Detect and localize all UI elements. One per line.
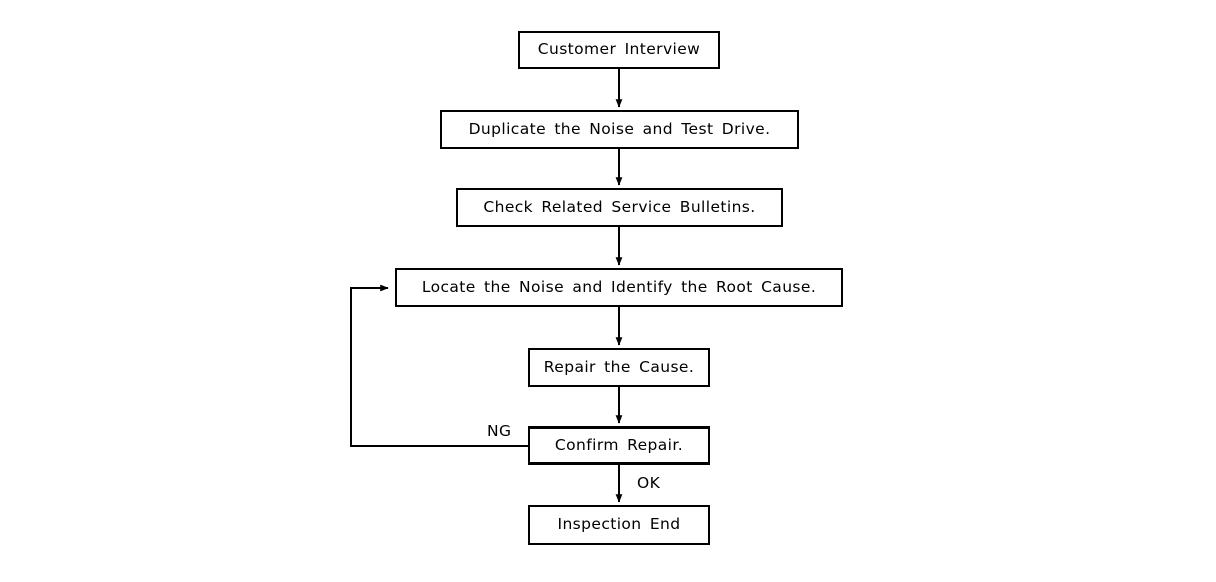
edge-label-ng: NG (487, 422, 512, 440)
node-label: Repair the Cause. (543, 357, 695, 376)
node-label: Locate the Noise and Identify the Root C… (421, 277, 817, 296)
edge-label-ok: OK (637, 474, 661, 492)
node-inspection-end[interactable]: Inspection End (528, 505, 710, 545)
node-confirm-repair[interactable]: Confirm Repair. (528, 426, 710, 465)
node-repair-cause[interactable]: Repair the Cause. (528, 348, 710, 387)
node-label: Confirm Repair. (554, 435, 684, 454)
node-check-bulletins[interactable]: Check Related Service Bulletins. (456, 188, 783, 227)
node-locate-noise[interactable]: Locate the Noise and Identify the Root C… (395, 268, 843, 307)
node-label: Inspection End (557, 515, 681, 534)
node-label: Check Related Service Bulletins. (483, 197, 756, 216)
node-duplicate-noise[interactable]: Duplicate the Noise and Test Drive. (440, 110, 799, 149)
node-label: Customer Interview (537, 40, 701, 59)
connector-confirm-to-locate-ng (350, 284, 528, 447)
node-customer-interview[interactable]: Customer Interview (518, 31, 720, 69)
node-label: Duplicate the Noise and Test Drive. (468, 119, 771, 138)
